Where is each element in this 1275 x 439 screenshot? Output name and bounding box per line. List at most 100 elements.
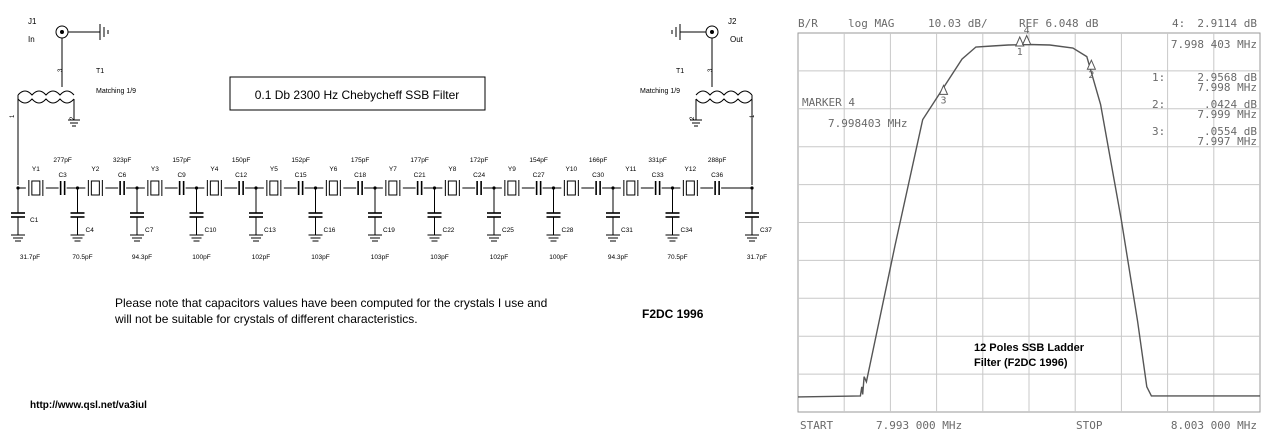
crystal-ref: Y10	[566, 166, 578, 173]
shunt-capacitor: C31 94.3pF	[606, 186, 633, 261]
crystal-ref: Y7	[389, 166, 397, 173]
crystal: Y7	[382, 166, 403, 198]
crystal: Y3	[144, 166, 165, 198]
marker-2-label: 2:	[1152, 98, 1165, 111]
shunt-cap-ref: C7	[145, 227, 154, 234]
input-transformer-ref: T1	[96, 68, 104, 75]
shunt-cap-value: 102pF	[490, 254, 508, 261]
pin-1-right: 1	[750, 114, 756, 118]
shunt-cap-ref: C16	[324, 227, 336, 234]
series-cap-value: 157pF	[172, 157, 190, 164]
crystal: Y8	[442, 166, 463, 198]
input-transformer-label: Matching 1/9	[96, 88, 136, 95]
series-cap-ref: C12	[235, 172, 247, 179]
series-cap-value: 175pF	[351, 157, 369, 164]
marker-3-freq: 7.997 MHz	[1197, 135, 1257, 148]
shunt-cap-ref: C10	[205, 227, 217, 234]
header-scale: 10.03 dB/	[928, 17, 988, 30]
trace-marker: 4	[1021, 26, 1032, 46]
series-cap-ref: C24	[473, 172, 485, 179]
shunt-cap-value: 70.5pF	[72, 254, 92, 261]
pin-2-left: 2	[70, 116, 76, 120]
output-connector-ref: J2	[728, 17, 737, 26]
crystal: Y11	[620, 166, 641, 198]
crystal-ref: Y4	[210, 166, 218, 173]
active-marker-label: 4:	[1172, 17, 1185, 30]
shunt-cap-value: 100pF	[549, 254, 567, 261]
crystal: Y12	[680, 166, 701, 198]
input-connector-ref: J1	[28, 17, 37, 26]
series-cap-value: 323pF	[113, 157, 131, 164]
marker-2-freq: 7.999 MHz	[1197, 108, 1257, 121]
marker-2-value: .0424 dB	[1204, 98, 1257, 111]
crystal: Y4	[204, 166, 225, 198]
marker-list: 1: 2.9568 dB 7.998 MHz 2: .0424 dB 7.999…	[1152, 71, 1257, 148]
shunt-capacitor: C25 102pF	[487, 186, 514, 261]
marker-3-label: 3:	[1152, 125, 1165, 138]
start-label: START	[800, 419, 833, 432]
output-transformer	[690, 58, 753, 185]
caption-line-1: 12 Poles SSB Ladder	[974, 342, 1085, 354]
shunt-cap-ref: C31	[621, 227, 633, 234]
crystal: Y1	[25, 166, 46, 198]
header-mode: B/R	[798, 17, 818, 30]
series-capacitor: C6 323pF	[113, 157, 131, 196]
ladder-network: C131.7pFC470.5pFC794.3pFC10100pFC13102pF…	[11, 157, 772, 261]
start-value: 7.993 000 MHz	[876, 419, 962, 432]
series-cap-value: 166pF	[589, 157, 607, 164]
active-marker-freq: 7.998 403 MHz	[1171, 38, 1257, 51]
crystal-ref: Y6	[329, 166, 337, 173]
marker-1-value: 2.9568 dB	[1197, 71, 1257, 84]
series-cap-value: 154pF	[529, 157, 547, 164]
shunt-cap-ref: C13	[264, 227, 276, 234]
output-port-label: Out	[730, 35, 744, 44]
input-transformer	[17, 58, 80, 185]
series-cap-ref: C27	[533, 172, 545, 179]
shunt-cap-value: 100pF	[192, 254, 210, 261]
shunt-cap-value: 31.7pF	[20, 254, 40, 261]
shunt-cap-ref: C25	[502, 227, 514, 234]
filter-response-trace	[797, 43, 1260, 398]
crystal-ref: Y9	[508, 166, 516, 173]
shunt-capacitor: C10 100pF	[189, 186, 217, 261]
shunt-cap-value: 94.3pF	[608, 254, 628, 261]
series-cap-value: 152pF	[291, 157, 309, 164]
shunt-cap-value: 31.7pF	[747, 254, 767, 261]
input-port-label: In	[28, 35, 35, 44]
filter-schematic: C131.7pFC470.5pFC794.3pFC10100pFC13102pF…	[10, 17, 772, 411]
series-cap-value: 331pF	[648, 157, 666, 164]
crystal-ref: Y12	[685, 166, 697, 173]
header-format: log MAG	[848, 17, 894, 30]
marker-panel-freq: 7.998403 MHz	[828, 117, 907, 130]
crystal-ref: Y2	[91, 166, 99, 173]
pin-1-left: 1	[10, 114, 16, 118]
crystal: Y6	[323, 166, 344, 198]
series-cap-ref: C6	[118, 172, 127, 179]
filter-title: 0.1 Db 2300 Hz Chebycheff SSB Filter	[255, 88, 460, 102]
analyzer-grid	[797, 32, 1261, 413]
pin-3-right: 3	[708, 68, 714, 72]
series-cap-value: 288pF	[708, 157, 726, 164]
shunt-cap-ref: C19	[383, 227, 395, 234]
crystal-ref: Y1	[32, 166, 40, 173]
crystal: Y2	[85, 166, 106, 198]
output-transformer-label: Matching 1/9	[640, 88, 680, 95]
marker-1-freq: 7.998 MHz	[1197, 81, 1257, 94]
note-line-2: will not be suitable for crystals of dif…	[114, 312, 418, 326]
crystal: Y5	[263, 166, 284, 198]
shunt-cap-ref: C37	[760, 227, 772, 234]
pin-2-right: 2	[690, 116, 696, 120]
crystal-ref: Y11	[625, 166, 636, 173]
